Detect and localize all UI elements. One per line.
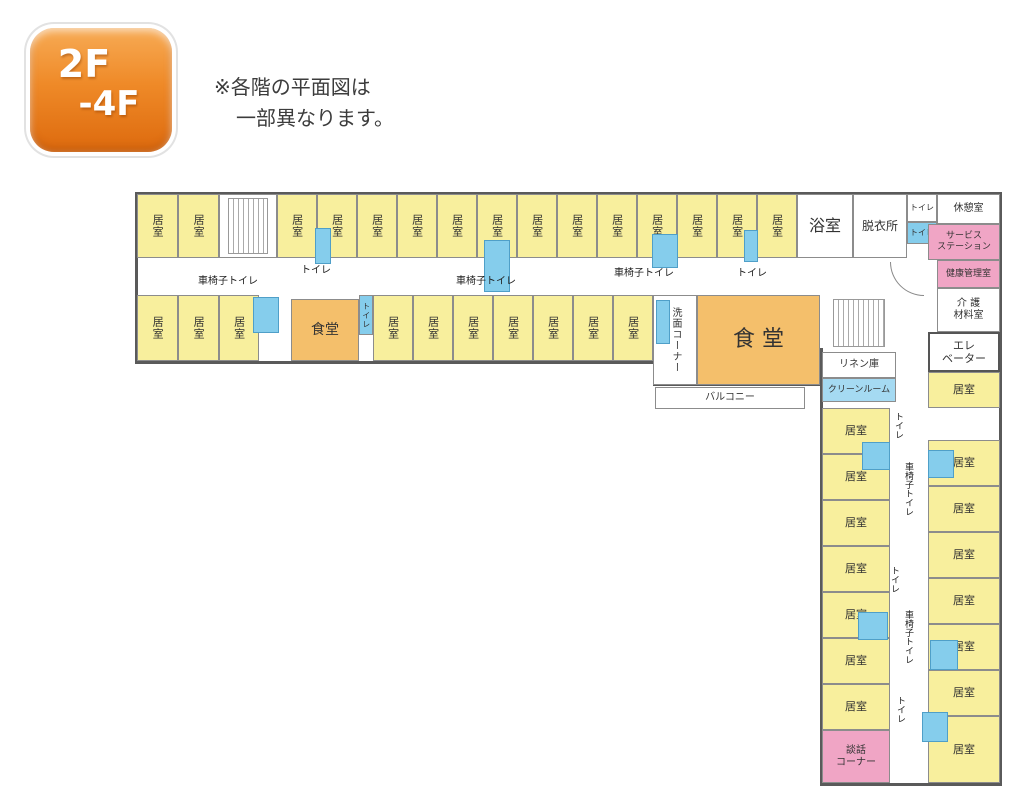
bath-room: 浴室: [797, 194, 853, 258]
resident-room: 居室: [597, 194, 637, 258]
resident-room: 居室: [928, 532, 1000, 578]
elevator: エレ ベーター: [928, 332, 1000, 372]
resident-room: 居室: [822, 638, 890, 684]
resident-room: 居室: [573, 295, 613, 361]
resident-room: 居室: [822, 546, 890, 592]
resident-room: 居室: [413, 295, 453, 361]
stairs-icon: [833, 299, 885, 347]
note-line2: 一部異なります。: [236, 106, 394, 130]
note-line1: ※各階の平面図は: [214, 75, 371, 99]
dining-room-small: 食堂: [291, 299, 359, 361]
floor-badge: 2F -4F: [30, 28, 172, 152]
door-swing-arc: [890, 262, 924, 296]
resident-room: 居室: [928, 372, 1000, 408]
wall-segment: [135, 361, 655, 364]
toilet-box: [315, 228, 331, 264]
clean-room: クリーンルーム: [822, 378, 896, 402]
resident-room: 居室: [928, 670, 1000, 716]
resident-room: 居室: [928, 440, 1000, 486]
resident-room: 居室: [219, 295, 259, 361]
toilet-room: トイレ: [907, 194, 937, 222]
corridor-label: 車椅子トイレ: [198, 276, 258, 287]
wheelchair-toilet-box: [484, 240, 510, 292]
wall-segment: [820, 783, 1002, 786]
conversation-corner: 談話 コーナー: [822, 730, 890, 783]
wheelchair-toilet-box: [930, 640, 958, 670]
note-text: ※各階の平面図は 一部異なります。: [214, 72, 394, 134]
wall-segment: [999, 192, 1002, 786]
sink-box: [656, 300, 670, 344]
resident-room: 居室: [178, 295, 219, 361]
service-station: サービス ステーション: [928, 224, 1000, 260]
stairs-icon: [228, 198, 268, 254]
care-materials-room: 介 護 材料室: [937, 288, 1000, 332]
resident-room: 居室: [357, 194, 397, 258]
resident-room: 居室: [928, 578, 1000, 624]
wall-segment: [135, 192, 1002, 195]
corridor-label: 車椅子トイレ: [903, 610, 913, 664]
corridor-label: 車椅子トイレ: [456, 276, 516, 287]
wheelchair-toilet-box: [862, 442, 890, 470]
resident-room: 居室: [137, 295, 178, 361]
resident-room: 居室: [373, 295, 413, 361]
dining-room: 食 堂: [697, 295, 820, 385]
wheelchair-toilet-box: [858, 612, 888, 640]
health-management-room: 健康管理室: [937, 260, 1000, 288]
resident-room: 居室: [677, 194, 717, 258]
resident-room: 居室: [493, 295, 533, 361]
resident-room: 居室: [822, 684, 890, 730]
corridor-label: トイレ: [301, 265, 331, 276]
floor-badge-line2: -4F: [78, 83, 140, 124]
linen-storage: リネン庫: [822, 352, 896, 378]
resident-room: 居室: [453, 295, 493, 361]
toilet-room: トイレ: [359, 295, 373, 335]
resident-room: 居室: [397, 194, 437, 258]
resident-room: 居室: [277, 194, 317, 258]
wheelchair-toilet-box: [922, 712, 948, 742]
resident-room: 居室: [437, 194, 477, 258]
wheelchair-toilet-box: [928, 450, 954, 478]
wheelchair-toilet-box: [253, 297, 279, 333]
changing-room: 脱衣所: [853, 194, 907, 258]
corridor-label: トイレ: [893, 412, 903, 439]
resident-room: 居室: [557, 194, 597, 258]
wheelchair-toilet-box: [652, 234, 678, 268]
corridor-label: トイレ: [895, 696, 905, 723]
wall-segment: [820, 348, 823, 786]
resident-room: 居室: [137, 194, 178, 258]
wall-segment: [135, 192, 138, 364]
resident-room: 居室: [822, 500, 890, 546]
resident-room: 居室: [757, 194, 797, 258]
corridor-label: 車椅子トイレ: [614, 268, 674, 279]
resident-room: 居室: [517, 194, 557, 258]
resident-room: 居室: [533, 295, 573, 361]
resident-room: 居室: [928, 486, 1000, 532]
resident-room: 居室: [613, 295, 653, 361]
balcony: バルコニー: [655, 387, 805, 409]
rest-room: 休憩室: [937, 194, 1000, 224]
resident-room: 居室: [178, 194, 219, 258]
corridor-label: トイレ: [737, 268, 767, 279]
corridor-label: 車椅子トイレ: [903, 462, 913, 516]
corridor-label: トイレ: [889, 566, 899, 593]
toilet-box: [744, 230, 758, 262]
floor-badge-line1: 2F: [57, 42, 111, 86]
